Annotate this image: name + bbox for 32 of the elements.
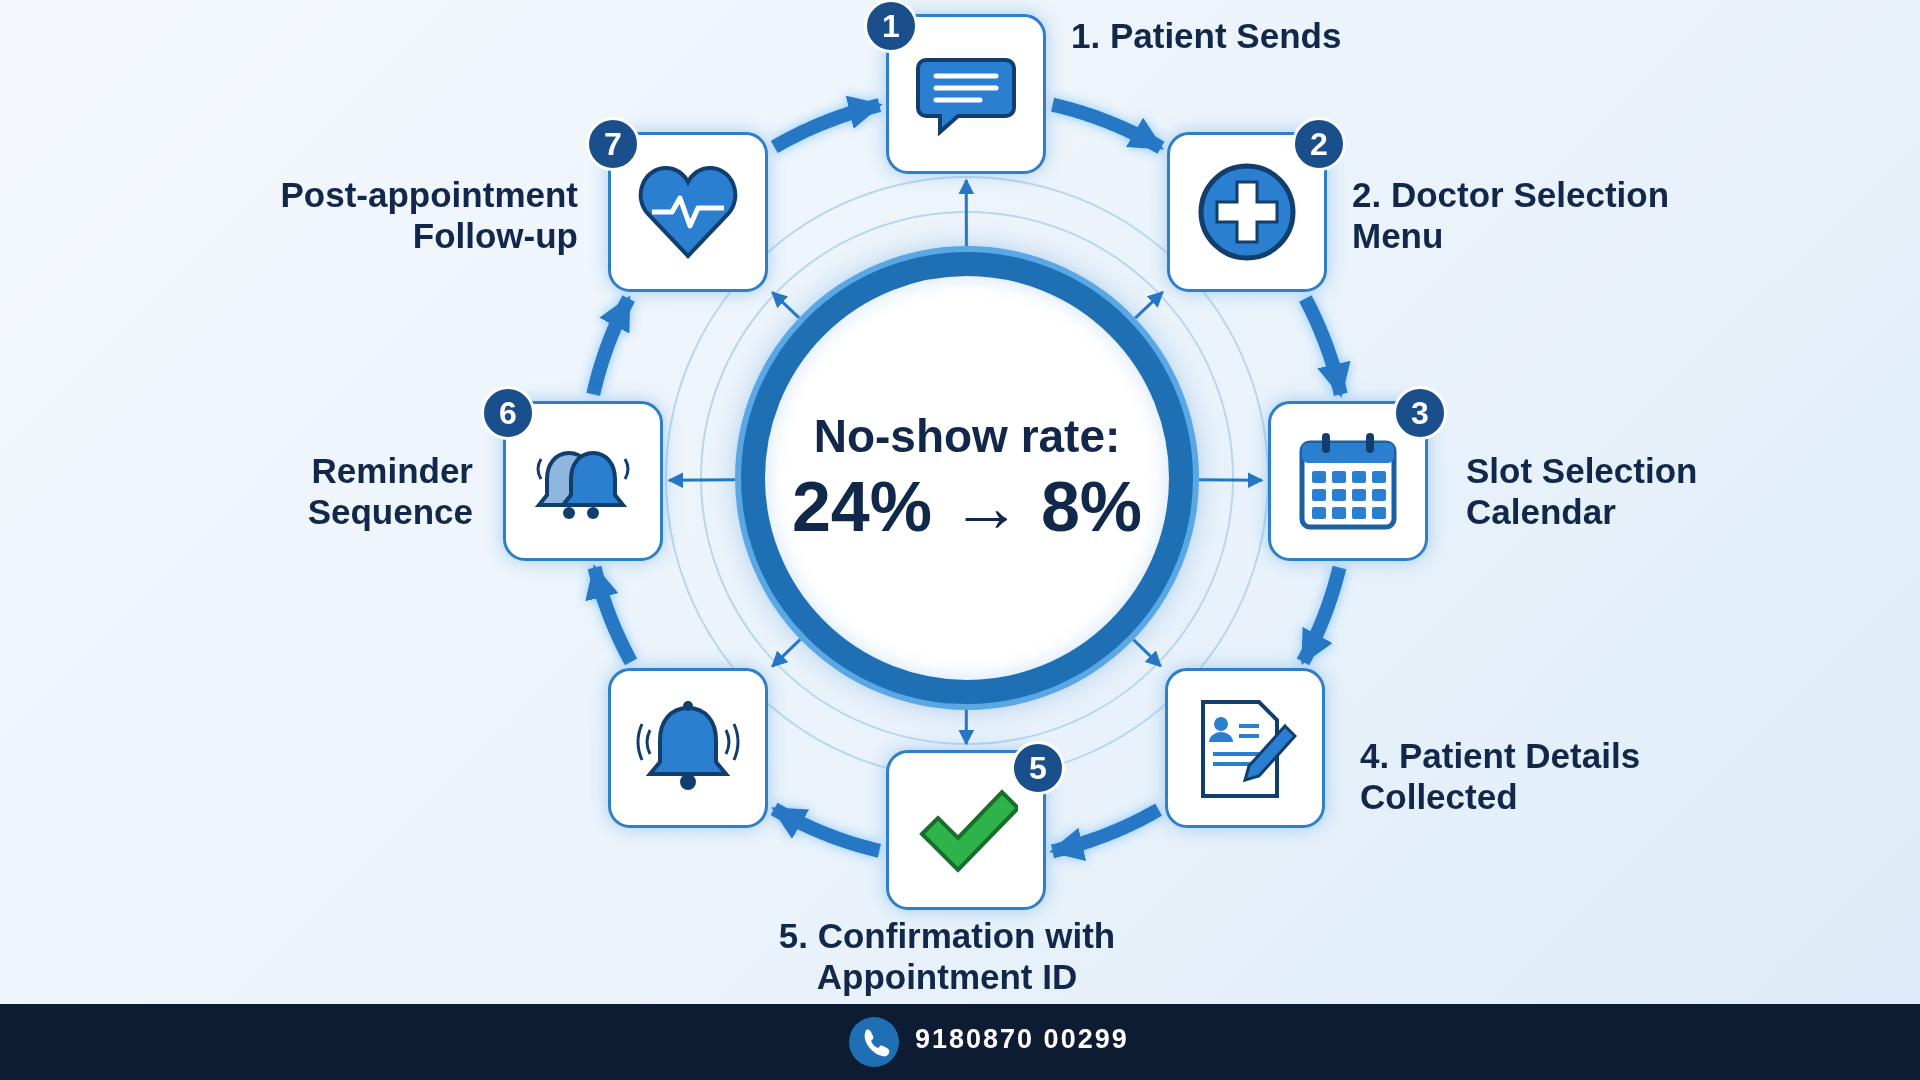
cycle-arrow xyxy=(1048,97,1166,154)
arrow xyxy=(1132,638,1162,668)
step-number-badge: 6 xyxy=(481,386,535,440)
cycle-arrow xyxy=(585,562,638,667)
cycle-arrow xyxy=(769,802,884,858)
rate-change-text: 24% → 8% xyxy=(791,467,1143,547)
arrow xyxy=(958,178,975,246)
step-label: 5. Confirmation with Appointment ID xyxy=(777,915,1117,998)
step-number-badge: 7 xyxy=(586,117,640,171)
step-label: Reminder Sequence xyxy=(306,450,473,533)
step-number-badge: 2 xyxy=(1292,117,1346,171)
step-label: 2. Doctor Selection Menu xyxy=(1352,174,1671,257)
step-label: Post-appointment Follow-up xyxy=(279,174,578,257)
cycle-arrow xyxy=(1048,803,1164,861)
arrow xyxy=(1134,291,1164,320)
icon-box xyxy=(608,668,768,828)
cycle-arrow xyxy=(586,293,635,399)
rate-heading: No-show rate: xyxy=(813,409,1121,463)
step-label: Slot Selection Calendar xyxy=(1466,450,1699,533)
arrow xyxy=(667,472,736,489)
phone-number: 9180870 00299 xyxy=(915,1024,1129,1055)
arrow xyxy=(958,710,975,746)
arrow xyxy=(771,291,801,319)
cycle-arrow xyxy=(769,95,884,154)
step-number-badge: 5 xyxy=(1011,741,1065,795)
step-label: 4. Patient Details Collected xyxy=(1360,735,1642,818)
arrow xyxy=(1198,472,1264,489)
step-number-badge: 3 xyxy=(1393,386,1447,440)
cycle-arrow xyxy=(1299,293,1351,399)
step-number-badge: 1 xyxy=(864,0,918,53)
arrow xyxy=(771,638,802,668)
step-label: 1. Patient Sends xyxy=(1071,15,1343,57)
